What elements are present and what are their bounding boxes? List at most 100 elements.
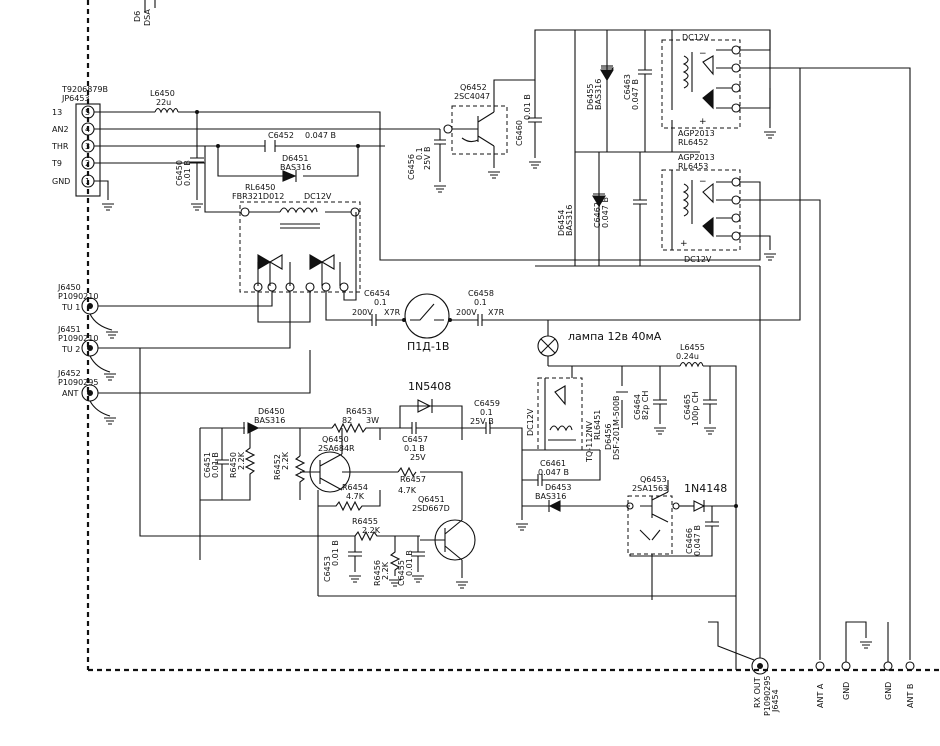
svg-text:4: 4 [85,125,90,134]
svg-text:C6466: C6466 [685,528,694,554]
rx-out-ref: J6454 [771,689,780,713]
svg-text:2.2K: 2.2K [362,526,381,535]
pin-4-label: AN2 [52,125,69,134]
svg-text:25V: 25V [410,453,426,462]
svg-text:200V: 200V [352,308,373,317]
svg-text:R6456: R6456 [373,560,382,586]
svg-text:P1090210: P1090210 [58,334,98,343]
svg-text:D6450: D6450 [258,407,285,416]
capacitor-c6451: C6451 0.01 B [203,428,229,500]
svg-text:FBR321D012: FBR321D012 [232,192,284,201]
svg-text:DSF-201M-500B: DSF-201M-500B [612,395,621,460]
svg-text:C6451: C6451 [203,452,212,478]
pin-1-label: GND [52,177,70,186]
svg-text:BAS316: BAS316 [565,205,574,236]
svg-text:C6458: C6458 [468,289,494,298]
svg-text:AGP2013: AGP2013 [678,153,715,162]
svg-text:DC12V: DC12V [304,192,332,201]
diode-1n4148-label: 1N4148 [684,482,727,495]
svg-text:Q6452: Q6452 [460,83,487,92]
svg-text:TU 1: TU 1 [61,303,80,312]
svg-text:0.1: 0.1 [474,298,487,307]
svg-text:0.047 B: 0.047 B [631,79,640,110]
svg-text:RL6453: RL6453 [678,162,708,171]
capacitor-c6458: C6458 0.1 200V X7R [456,68,801,326]
rx-out-connector: RX OUT P1090295 J6454 [708,266,780,716]
transistor-q6450: Q6450 2SA684R [300,428,355,493]
capacitor-c6462: C6462 0.047 B [593,152,647,266]
capacitor-c6452: C6452 0.047 B [264,131,336,152]
svg-text:0.01 B: 0.01 B [211,452,220,478]
svg-text:TU 2: TU 2 [61,345,80,354]
capacitor-c6466: C6466 0.047 B [629,506,719,557]
resistor-r6454: R6454 4.7K [318,483,381,512]
diode-1n4148: 1N4148 [679,482,738,512]
svg-text:0.1: 0.1 [415,147,424,160]
svg-text:82p CH: 82p CH [641,391,650,420]
capacitor-c6453: C6453 0.01 B [323,536,362,583]
connector-pin-5: 5 13 [52,105,95,119]
svg-text:C6455: C6455 [397,560,406,586]
jack-j6452: J6452 P1090295 ANT [57,350,311,425]
connector-pin-2: 2 T9 [51,156,95,170]
svg-text:Q6451: Q6451 [418,495,445,504]
diode-d6455: D6455 BAS316 [586,30,614,152]
svg-text:C6452: C6452 [268,131,294,140]
pin-5-label: 13 [52,108,62,117]
svg-text:C6464: C6464 [633,394,642,420]
capacitor-c6450: C6450 0.01 B [175,112,204,211]
wire-ant-b [800,67,911,660]
top-cut-label-a: D6 [133,11,142,22]
terminal-gnd-2: GND [883,622,893,700]
svg-text:4.7K: 4.7K [398,486,417,495]
svg-text:−: − [699,177,707,187]
svg-text:GND: GND [884,682,893,700]
svg-text:GND: GND [842,682,851,700]
svg-text:X7R: X7R [488,308,505,317]
capacitor-c6455: C6455 0.01 B [397,536,425,586]
svg-text:D6454: D6454 [557,209,566,236]
svg-text:C6460: C6460 [515,120,524,146]
svg-text:4.7K: 4.7K [346,492,365,501]
jack-j6450: J6450 P1090210 TU 1 [57,283,118,339]
wires-connector [94,110,761,261]
relay-rl6451: DC12V TQ-112NV RL6451 [526,366,602,463]
capacitor-c6465: C6465 100p CH [683,366,717,435]
svg-text:+: + [680,239,688,249]
svg-text:0.047 B: 0.047 B [305,131,336,140]
svg-text:C6465: C6465 [683,394,692,420]
rx-out-label: RX OUT [753,677,762,708]
svg-text:ANT A: ANT A [816,683,825,708]
svg-text:DC12V: DC12V [682,33,710,42]
capacitor-c6461: C6461 0.047 B [516,449,601,531]
svg-text:1: 1 [85,177,90,186]
svg-text:AGP2013: AGP2013 [678,129,715,138]
connector-part: T9206879B [61,85,108,94]
svg-text:J6452: J6452 [57,369,81,378]
svg-text:0.24u: 0.24u [676,352,699,361]
svg-text:0.047 B: 0.047 B [601,197,610,228]
svg-text:0.01 B: 0.01 B [405,550,414,576]
svg-text:25V B: 25V B [470,417,494,426]
svg-text:C6462: C6462 [593,202,602,228]
capacitor-c6456: C6456 0.1 25V B [407,129,446,193]
resistor-r6455: R6455 2.2K [352,517,420,542]
lamp-label: лампа 12в 40мА [568,330,662,343]
diode-d6456: D6456 DSF-201M-500B [604,366,628,460]
svg-text:P1090295: P1090295 [58,378,98,387]
wires-relay-to-jacks [98,212,365,349]
svg-text:P1090210: P1090210 [58,292,98,301]
diode-1n5408: 1N5408 [408,380,451,413]
inductor-l6450: L6450 22u [150,89,179,114]
resistor-r6452: R6452 2.2K [273,451,306,500]
svg-text:DC12V: DC12V [684,255,712,264]
top-cut-component: D6 DSA [133,0,156,26]
svg-text:R6450: R6450 [229,452,238,478]
svg-text:R6452: R6452 [273,454,282,480]
diode-d6451: D6451 BAS316 [280,154,311,182]
svg-text:D6451: D6451 [282,154,309,163]
svg-text:TQ-112NV: TQ-112NV [585,420,594,463]
svg-text:0.01 B: 0.01 B [183,160,192,186]
svg-text:D6453: D6453 [545,483,572,492]
svg-text:22u: 22u [156,98,171,107]
